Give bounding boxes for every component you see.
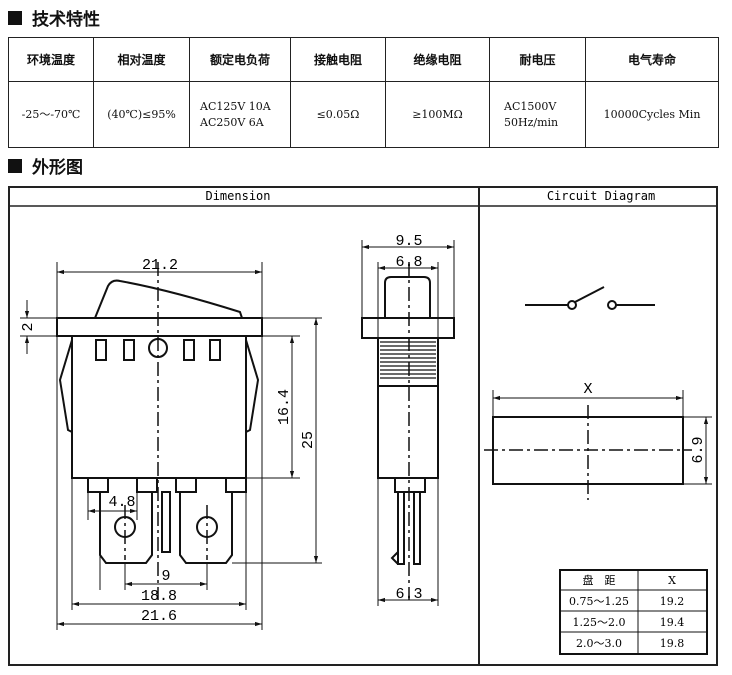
circuit-symbol <box>525 286 655 310</box>
front-dimensions <box>20 262 322 630</box>
spec-table: 环境温度 相对温度 额定电负荷 接触电阻 绝缘电阻 耐电压 电气寿命 -25～-… <box>8 37 719 148</box>
table-x: 19.2 <box>660 595 685 608</box>
table-range: 2.0～3.0 <box>576 637 622 650</box>
outline-section-title: 外形图 <box>8 153 83 178</box>
dim-body-height: 16.4 <box>276 389 293 425</box>
spec-header: 额定电负荷 <box>189 37 291 82</box>
center-pin <box>161 491 171 553</box>
outline-title-text: 外形图 <box>32 158 83 178</box>
table-header-right: X <box>668 574 676 587</box>
spec-section-title: 技术特性 <box>8 5 100 30</box>
side-ribs <box>380 341 436 379</box>
tab <box>209 339 221 361</box>
tab <box>123 339 135 361</box>
section-bullet-icon <box>8 10 22 25</box>
dim-total-height: 25 <box>300 431 317 449</box>
side-base <box>394 477 426 493</box>
dim-terminal-width: 4.8 <box>108 494 135 511</box>
tab <box>95 339 107 361</box>
circuit-header: Circuit Diagram <box>547 189 655 203</box>
table-x: 19.8 <box>660 637 685 650</box>
table-x: 19.4 <box>660 616 685 629</box>
spec-value: ≤0.05Ω <box>290 81 386 148</box>
dim-overall-width: 21.6 <box>141 608 177 625</box>
base-block <box>136 477 158 493</box>
section-bullet-icon <box>8 158 22 173</box>
spec-value: (40℃)≤95% <box>93 81 190 148</box>
dim-side-bottom: 6.3 <box>395 586 422 603</box>
side-terminal-tip <box>390 551 399 565</box>
drawing-frame <box>8 186 718 666</box>
left-clip <box>58 339 73 433</box>
base-block <box>225 477 247 493</box>
rocker-actuator <box>94 279 243 319</box>
side-rocker <box>384 276 431 318</box>
side-view <box>361 276 455 565</box>
dim-top-width: 21.2 <box>142 257 178 274</box>
front-centerlines <box>124 262 208 600</box>
spec-value: ≥100MΩ <box>385 81 490 148</box>
dim-terminal-spacing: 9 <box>161 568 170 585</box>
spec-value-row: -25～-70℃ (40℃)≤95% AC125V 10A AC250V 6A … <box>8 81 719 148</box>
panel-thickness-table: 盘 距 X 0.75～1.25 19.2 1.25～2.0 19.4 2.0～3… <box>559 569 708 655</box>
dim-side-inner: 6.8 <box>395 254 422 271</box>
spec-header: 环境温度 <box>8 37 94 82</box>
spec-header: 电气寿命 <box>585 37 719 82</box>
spec-value: 10000Cycles Min <box>585 81 719 148</box>
dim-cutout-x: X <box>583 381 592 398</box>
dim-side-top: 9.5 <box>395 233 422 250</box>
terminal-right <box>179 492 233 564</box>
dim-rocker-height: 2 <box>20 322 37 331</box>
base-block <box>175 477 197 493</box>
side-flange <box>361 317 455 339</box>
spec-header: 耐电压 <box>489 37 586 82</box>
dim-cutout-height: 6.9 <box>690 436 707 463</box>
switch-body <box>71 335 247 479</box>
base-block <box>87 477 109 493</box>
side-terminal <box>413 491 421 565</box>
tab <box>183 339 195 361</box>
side-terminal <box>397 491 405 565</box>
spec-title-text: 技术特性 <box>32 10 100 30</box>
side-dimensions <box>361 240 455 606</box>
table-range: 1.25～2.0 <box>573 616 626 629</box>
table-range: 0.75～1.25 <box>569 595 629 608</box>
spec-value: AC125V 10A AC250V 6A <box>189 81 291 148</box>
front-view <box>56 279 263 564</box>
right-clip <box>245 339 260 433</box>
side-lower-body <box>377 385 439 479</box>
spec-value: -25～-70℃ <box>8 81 94 148</box>
spec-value: AC1500V 50Hz/min <box>489 81 586 148</box>
dimension-header: Dimension <box>205 189 270 203</box>
table-header-left: 盘 距 <box>583 573 616 587</box>
cutout-dimensions <box>492 390 712 485</box>
cutout-centerlines <box>484 405 692 500</box>
flange <box>56 317 263 337</box>
dim-base-width: 18.8 <box>141 588 177 605</box>
spec-header-row: 环境温度 相对温度 额定电负荷 接触电阻 绝缘电阻 耐电压 电气寿命 <box>8 37 719 82</box>
spec-header: 绝缘电阻 <box>385 37 490 82</box>
